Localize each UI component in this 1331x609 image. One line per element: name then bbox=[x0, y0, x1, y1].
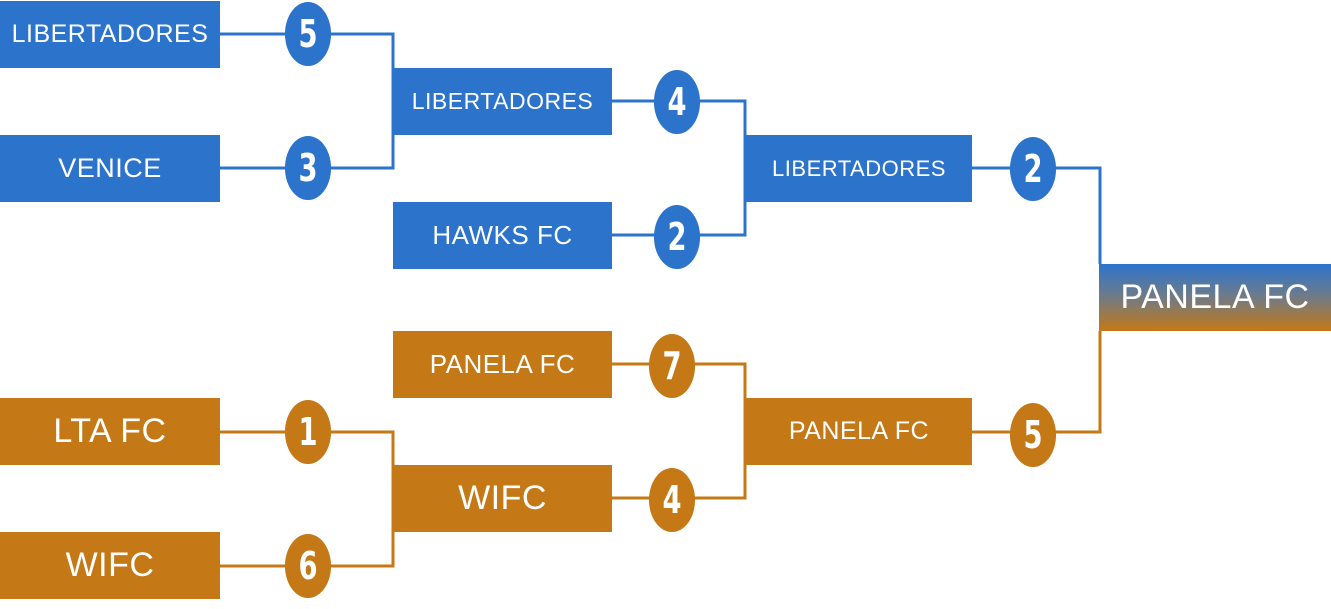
team-name: VENICE bbox=[58, 153, 162, 183]
team-name: LIBERTADORES bbox=[411, 88, 594, 114]
score-badge-sf-libertadores: 2 bbox=[1009, 137, 1057, 201]
team-name: PANELA FC bbox=[429, 349, 576, 379]
team-name: LIBERTADORES bbox=[772, 155, 946, 181]
score-badge-r2-panela-fc: 7 bbox=[648, 334, 696, 398]
team-box-r1-venice: VENICE bbox=[0, 135, 220, 202]
team-name: PANELA FC bbox=[788, 417, 930, 445]
score-badge-sf-panela-fc: 5 bbox=[1009, 403, 1057, 467]
champion-name: PANELA FC bbox=[1120, 278, 1310, 316]
score-badge-r2-hawks-fc: 2 bbox=[653, 205, 701, 269]
team-box-r1-libertadores: LIBERTADORES bbox=[0, 1, 220, 68]
champion-box: PANELA FC bbox=[1099, 264, 1331, 331]
team-name: WIFC bbox=[65, 546, 155, 584]
team-box-sf-panela-fc: PANELA FC bbox=[746, 398, 972, 465]
team-box-r2-libertadores: LIBERTADORES bbox=[393, 68, 612, 135]
team-box-r1-wifc: WIFC bbox=[0, 532, 220, 599]
score-badge-r1-lta-fc: 1 bbox=[284, 400, 332, 464]
team-box-r2-hawks-fc: HAWKS FC bbox=[393, 202, 612, 269]
team-box-r2-wifc: WIFC bbox=[393, 465, 612, 532]
score-badge-r2-libertadores: 4 bbox=[653, 70, 701, 134]
team-name: LTA FC bbox=[53, 412, 167, 450]
team-name: LIBERTADORES bbox=[11, 20, 209, 48]
team-name: HAWKS FC bbox=[432, 220, 573, 250]
team-box-r2-panela-fc: PANELA FC bbox=[393, 331, 612, 398]
score-badge-r1-wifc: 6 bbox=[284, 534, 332, 598]
score-badge-r1-libertadores: 5 bbox=[284, 2, 332, 66]
team-name: WIFC bbox=[458, 479, 547, 517]
score-badge-r1-venice: 3 bbox=[284, 136, 332, 200]
team-box-r1-lta-fc: LTA FC bbox=[0, 398, 220, 465]
score-badge-r2-wifc: 4 bbox=[648, 468, 696, 532]
team-box-sf-libertadores: LIBERTADORES bbox=[746, 135, 972, 202]
